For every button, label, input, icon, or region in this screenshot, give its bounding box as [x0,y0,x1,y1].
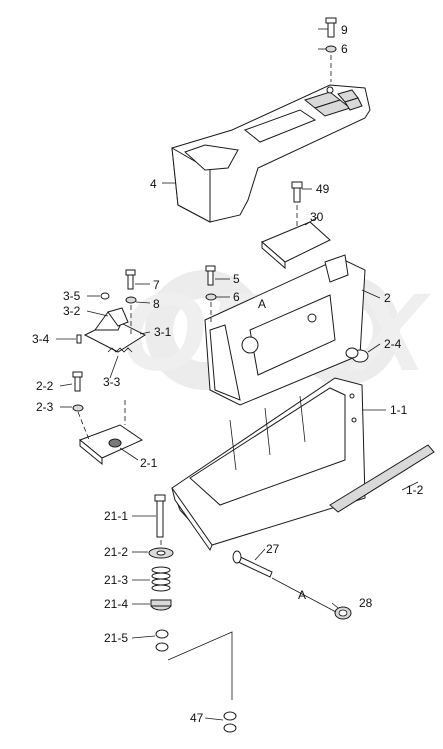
part-2-2-bolt [72,371,83,392]
part-5-bolt [205,265,216,286]
part-6-washer-top [325,45,337,53]
part-3-2-clip [107,307,129,327]
callout-6: 6 [341,42,348,56]
part-3-3-spring [107,347,133,353]
part-2-1-bracket [79,424,144,466]
part-47-nuts [223,711,237,733]
callout-21-2: 21-2 [104,545,128,559]
callout-7: 7 [153,278,160,292]
callout-21-3: 21-3 [104,573,128,587]
part-8-washer [125,296,137,304]
part-9-screw [325,17,337,38]
callout-1-1: 1-1 [390,403,408,417]
callout-3-1: 3-1 [154,325,172,339]
part-4-console-cover [171,84,371,223]
part-1-1-housing [171,377,366,552]
callout-3-4: 3-4 [32,332,50,346]
callout-a: A [298,588,306,602]
callout-21-4: 21-4 [104,597,128,611]
callout-2-3: 2-3 [36,400,54,414]
callout-21-1: 21-1 [104,509,128,523]
part-2-frame [204,254,366,406]
callout-3-3: 3-3 [103,375,121,389]
callout-4: 4 [150,177,157,191]
part-21-4-bushing [150,599,172,611]
callout-labels: 9 6 4 49 30 7 5 8 6 3-5 3-2 A 2 3-4 3-1 … [32,23,424,725]
part-3-5-ring [100,292,110,300]
part-6-washer-mid [205,293,217,301]
callout-8: 8 [153,297,160,311]
callout-27: 27 [266,542,280,556]
callout-5: 5 [233,272,240,286]
part-49-bolt [291,181,303,203]
callout-3-5: 3-5 [63,289,81,303]
part-27-pin [232,550,273,578]
part-21-1-bolt [154,494,166,538]
part-21-5-nuts [155,629,169,652]
callout-2-4: 2-4 [384,337,402,351]
part-21-2-washer [148,547,174,559]
callout-2-1: 2-1 [140,456,158,470]
callout-30: 30 [310,210,324,224]
callout-2: 2 [384,291,391,305]
callout-2-2: 2-2 [36,379,54,393]
part-3-4-pin [76,334,82,344]
part-21-3-spring [151,566,171,592]
part-30-plate [261,221,331,270]
part-2-4-bushing [345,347,369,363]
callout-21-5: 21-5 [104,631,128,645]
callout-28: 28 [359,596,373,610]
callout-1-2: 1-2 [406,483,424,497]
callout-3-2: 3-2 [63,304,81,318]
callout-6: 6 [233,290,240,304]
callout-49: 49 [316,182,330,196]
callout-9: 9 [341,23,348,37]
callout-a: A [258,297,266,311]
part-2-3-washer [72,404,84,412]
callout-47: 47 [190,711,204,725]
part-28-ring [334,606,352,620]
part-7-bolt [125,269,136,290]
part-1-2-trim [329,444,435,513]
